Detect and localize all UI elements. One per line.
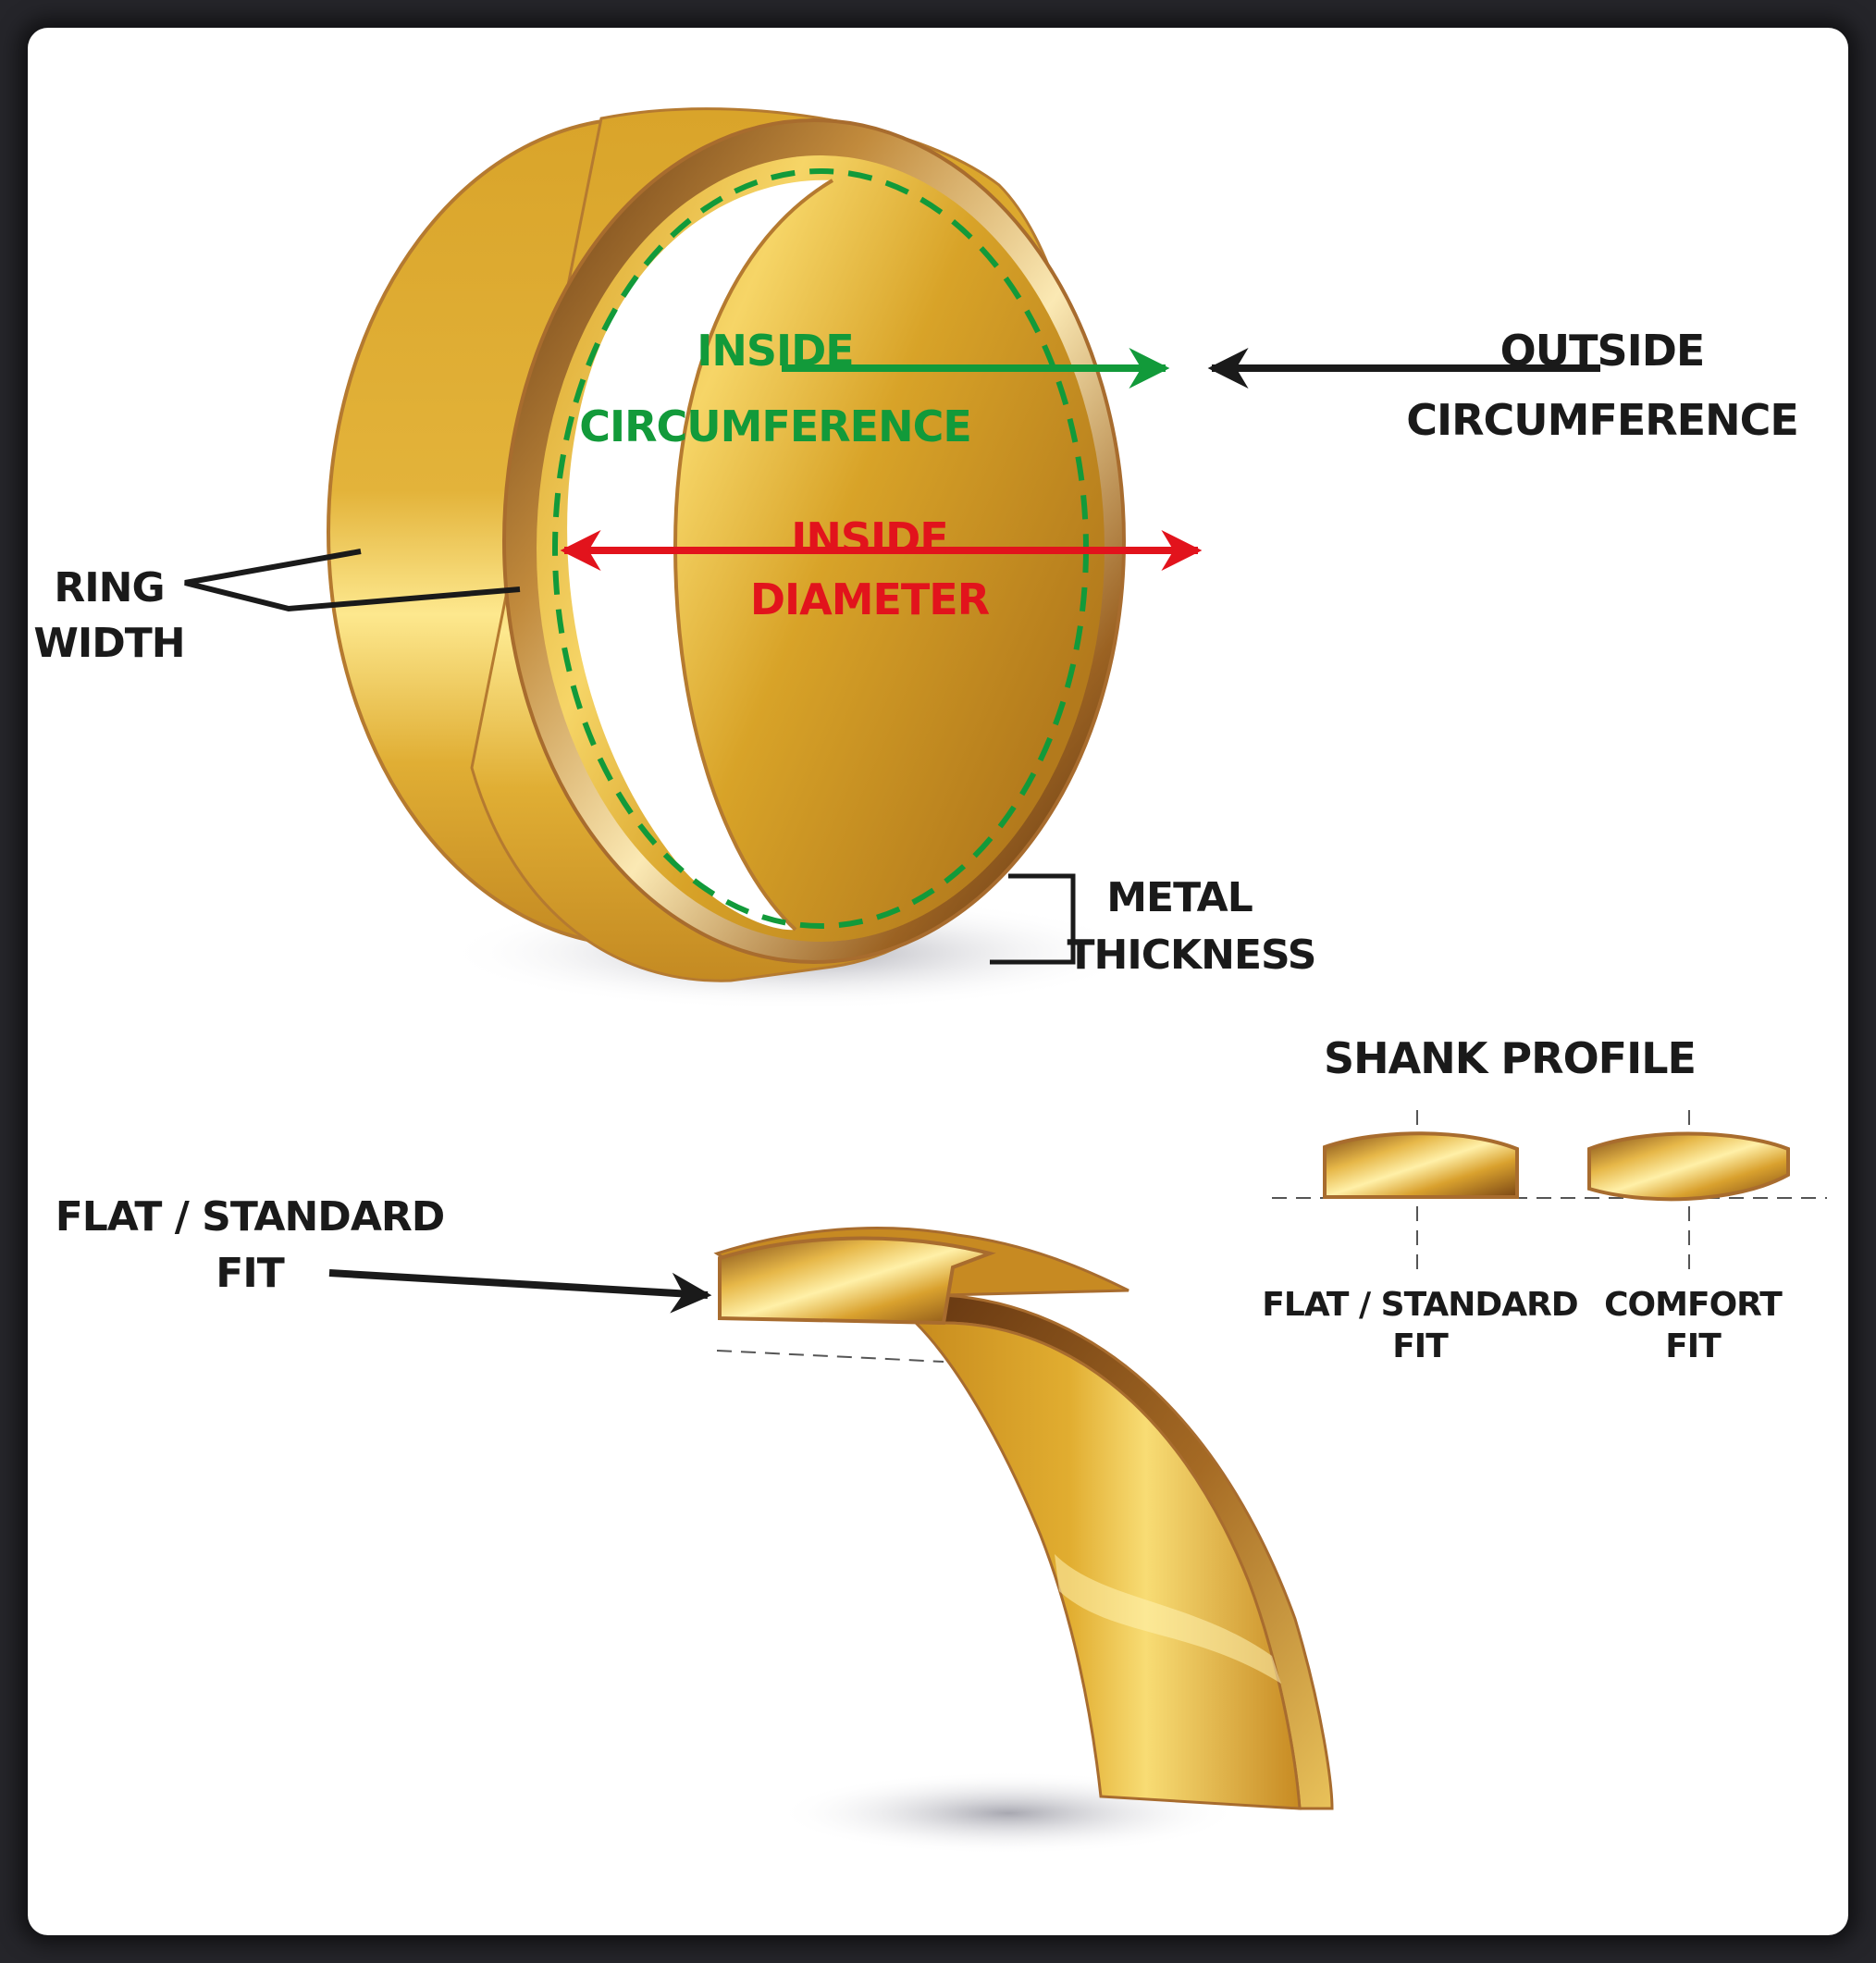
band-highlight xyxy=(1055,1554,1281,1684)
shank-profile-diagrams xyxy=(1272,1110,1827,1272)
ring-inner-edge xyxy=(673,179,834,932)
metal-thickness-label-line2: THICKNESS xyxy=(1068,932,1316,979)
ring-illustration xyxy=(327,107,1147,1010)
shank-profile-title: SHANK PROFILE xyxy=(1324,1033,1696,1083)
ring-annotations xyxy=(184,348,1600,965)
profile-flat-label-line1: FLAT / STANDARD xyxy=(1262,1286,1577,1324)
profile-comfort-shape xyxy=(1587,1131,1790,1202)
ring-width-label-line2: WIDTH xyxy=(33,620,184,667)
flat-standard-fit-label-line1: FLAT / STANDARD xyxy=(56,1193,445,1241)
labels: INSIDE CIRCUMFERENCE OUTSIDE CIRCUMFEREN… xyxy=(33,326,1798,1365)
metal-thickness-label-line1: METAL xyxy=(1106,874,1253,921)
metal-thickness-bracket xyxy=(990,873,1076,965)
profile-flat-label-line2: FIT xyxy=(1392,1327,1449,1365)
inside-circumference-label-line1: INSIDE xyxy=(697,326,853,376)
inside-circumference-label-line2: CIRCUMFERENCE xyxy=(579,401,971,451)
ring-width-bracket xyxy=(184,549,521,612)
flat-fit-dashed-baseline xyxy=(716,1350,944,1363)
ring-sizing-diagram: INSIDE CIRCUMFERENCE OUTSIDE CIRCUMFEREN… xyxy=(33,107,1827,1855)
inside-diameter-label-line2: DIAMETER xyxy=(750,574,990,624)
ring-opening xyxy=(567,179,833,931)
profile-comfort-label-line1: COMFORT xyxy=(1604,1286,1783,1324)
band-outer-surface xyxy=(912,1321,1302,1810)
inside-diameter-label-line1: INSIDE xyxy=(791,513,947,563)
diagram-frame: INSIDE CIRCUMFERENCE OUTSIDE CIRCUMFEREN… xyxy=(28,28,1848,1935)
profile-flat-shape xyxy=(1323,1131,1519,1199)
profile-comfort-label-line2: FIT xyxy=(1665,1327,1722,1365)
flat-standard-fit-label-line2: FIT xyxy=(216,1250,284,1297)
flat-standard-fit-arrow xyxy=(328,1269,712,1314)
band-cross-section-profile xyxy=(718,1236,996,1326)
ring-width-label-line1: RING xyxy=(54,564,164,611)
outside-circumference-label-line2: CIRCUMFERENCE xyxy=(1406,395,1798,445)
band-cross-section-illustration xyxy=(713,1227,1334,1855)
outside-circumference-label-line1: OUTSIDE xyxy=(1500,326,1705,376)
